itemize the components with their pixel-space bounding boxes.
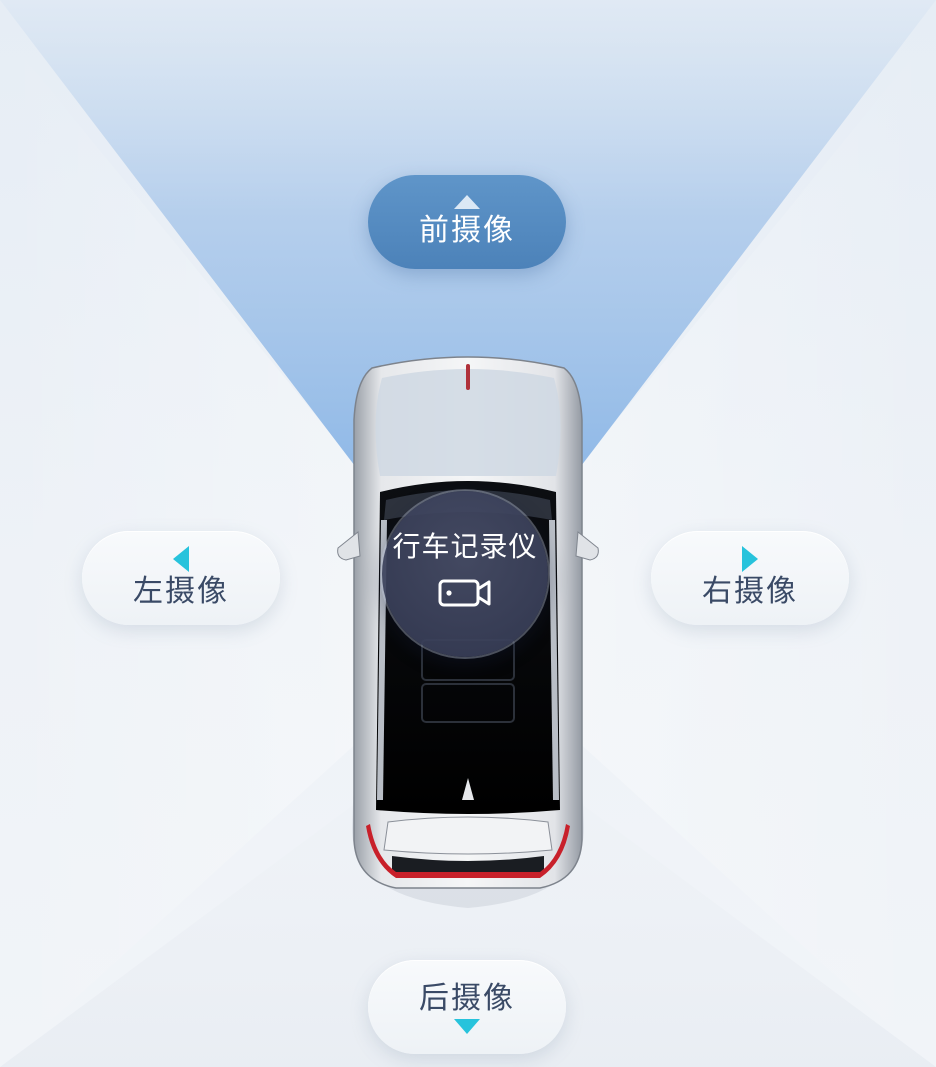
arrow-left-icon (173, 546, 189, 572)
rear-camera-button[interactable]: 后摄像 (368, 960, 566, 1054)
arrow-up-icon (454, 195, 480, 209)
right-camera-button[interactable]: 右摄像 (651, 531, 849, 625)
arrow-down-icon (454, 1019, 480, 1034)
video-camera-icon (438, 578, 492, 612)
right-camera-label: 右摄像 (702, 574, 798, 610)
recorder-label: 行车记录仪 (392, 530, 537, 564)
left-camera-label: 左摄像 (133, 574, 229, 610)
arrow-right-icon (742, 546, 758, 572)
dashcam-recorder-button[interactable]: 行车记录仪 (382, 491, 548, 657)
rear-camera-label: 后摄像 (419, 981, 515, 1017)
left-camera-button[interactable]: 左摄像 (82, 531, 280, 625)
front-camera-button[interactable]: 前摄像 (368, 175, 566, 269)
front-camera-label: 前摄像 (419, 213, 515, 249)
